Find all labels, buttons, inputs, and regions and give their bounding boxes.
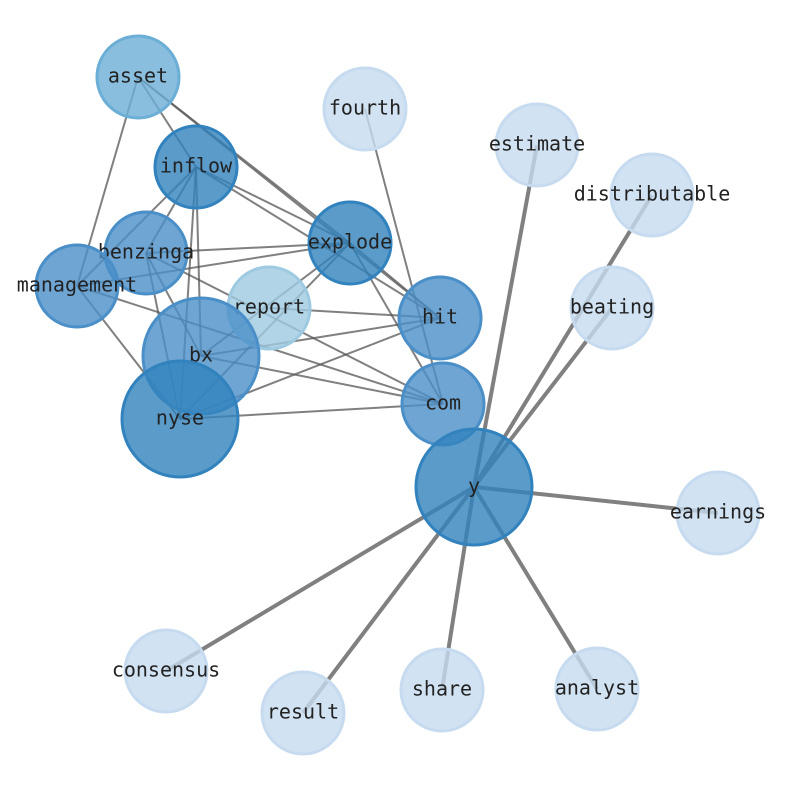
node-nyse[interactable]: nyse <box>120 359 240 479</box>
node-circle[interactable] <box>322 66 408 152</box>
node-circle[interactable] <box>569 265 655 351</box>
node-asset[interactable]: asset <box>95 34 181 120</box>
node-label: earnings <box>670 500 766 524</box>
node-label: hit <box>422 305 458 329</box>
node-circle[interactable] <box>123 628 209 714</box>
node-circle[interactable] <box>609 152 695 238</box>
node-label: estimate <box>489 132 585 156</box>
node-label: fourth <box>329 96 401 120</box>
node-circle[interactable] <box>494 102 580 188</box>
node-circle[interactable] <box>260 670 346 756</box>
node-com[interactable]: com <box>400 361 486 447</box>
node-consensus[interactable]: consensus <box>112 628 220 714</box>
node-fourth[interactable]: fourth <box>322 66 408 152</box>
node-result[interactable]: result <box>260 670 346 756</box>
node-management[interactable]: management <box>17 243 137 329</box>
node-explode[interactable]: explode <box>307 200 393 286</box>
node-label: consensus <box>112 658 220 682</box>
node-label: share <box>412 677 472 701</box>
node-label: asset <box>108 64 168 88</box>
node-circle[interactable] <box>554 646 640 732</box>
node-circle[interactable] <box>103 210 189 296</box>
node-circle[interactable] <box>153 124 239 210</box>
node-circle[interactable] <box>397 275 483 361</box>
node-hit[interactable]: hit <box>397 275 483 361</box>
node-circle[interactable] <box>95 34 181 120</box>
node-label: explode <box>308 230 392 254</box>
node-label: result <box>267 700 339 724</box>
node-estimate[interactable]: estimate <box>489 102 585 188</box>
node-circle[interactable] <box>34 243 120 329</box>
node-label: y <box>468 474 480 498</box>
node-analyst[interactable]: analyst <box>554 646 640 732</box>
node-circle[interactable] <box>675 470 761 556</box>
node-label: com <box>425 391 461 415</box>
node-label: report <box>233 295 305 319</box>
node-circle[interactable] <box>120 359 240 479</box>
node-label: inflow <box>160 154 233 178</box>
node-label: distributable <box>574 182 731 206</box>
node-earnings[interactable]: earnings <box>670 470 766 556</box>
node-label: beating <box>570 295 654 319</box>
edge-y-consensus <box>164 485 476 673</box>
node-circle[interactable] <box>414 427 534 547</box>
node-beating[interactable]: beating <box>569 265 655 351</box>
edge-asset-hit <box>137 76 441 319</box>
node-label: management <box>17 273 137 297</box>
node-circle[interactable] <box>399 647 485 733</box>
node-share[interactable]: share <box>399 647 485 733</box>
node-label: benzinga <box>98 240 194 264</box>
node-label: nyse <box>156 406 204 430</box>
node-inflow[interactable]: inflow <box>153 124 239 210</box>
node-circle[interactable] <box>307 200 393 286</box>
node-y[interactable]: y <box>414 427 534 547</box>
node-benzinga[interactable]: benzinga <box>98 210 194 296</box>
node-distributable[interactable]: distributable <box>574 152 731 238</box>
node-label: analyst <box>555 676 639 700</box>
